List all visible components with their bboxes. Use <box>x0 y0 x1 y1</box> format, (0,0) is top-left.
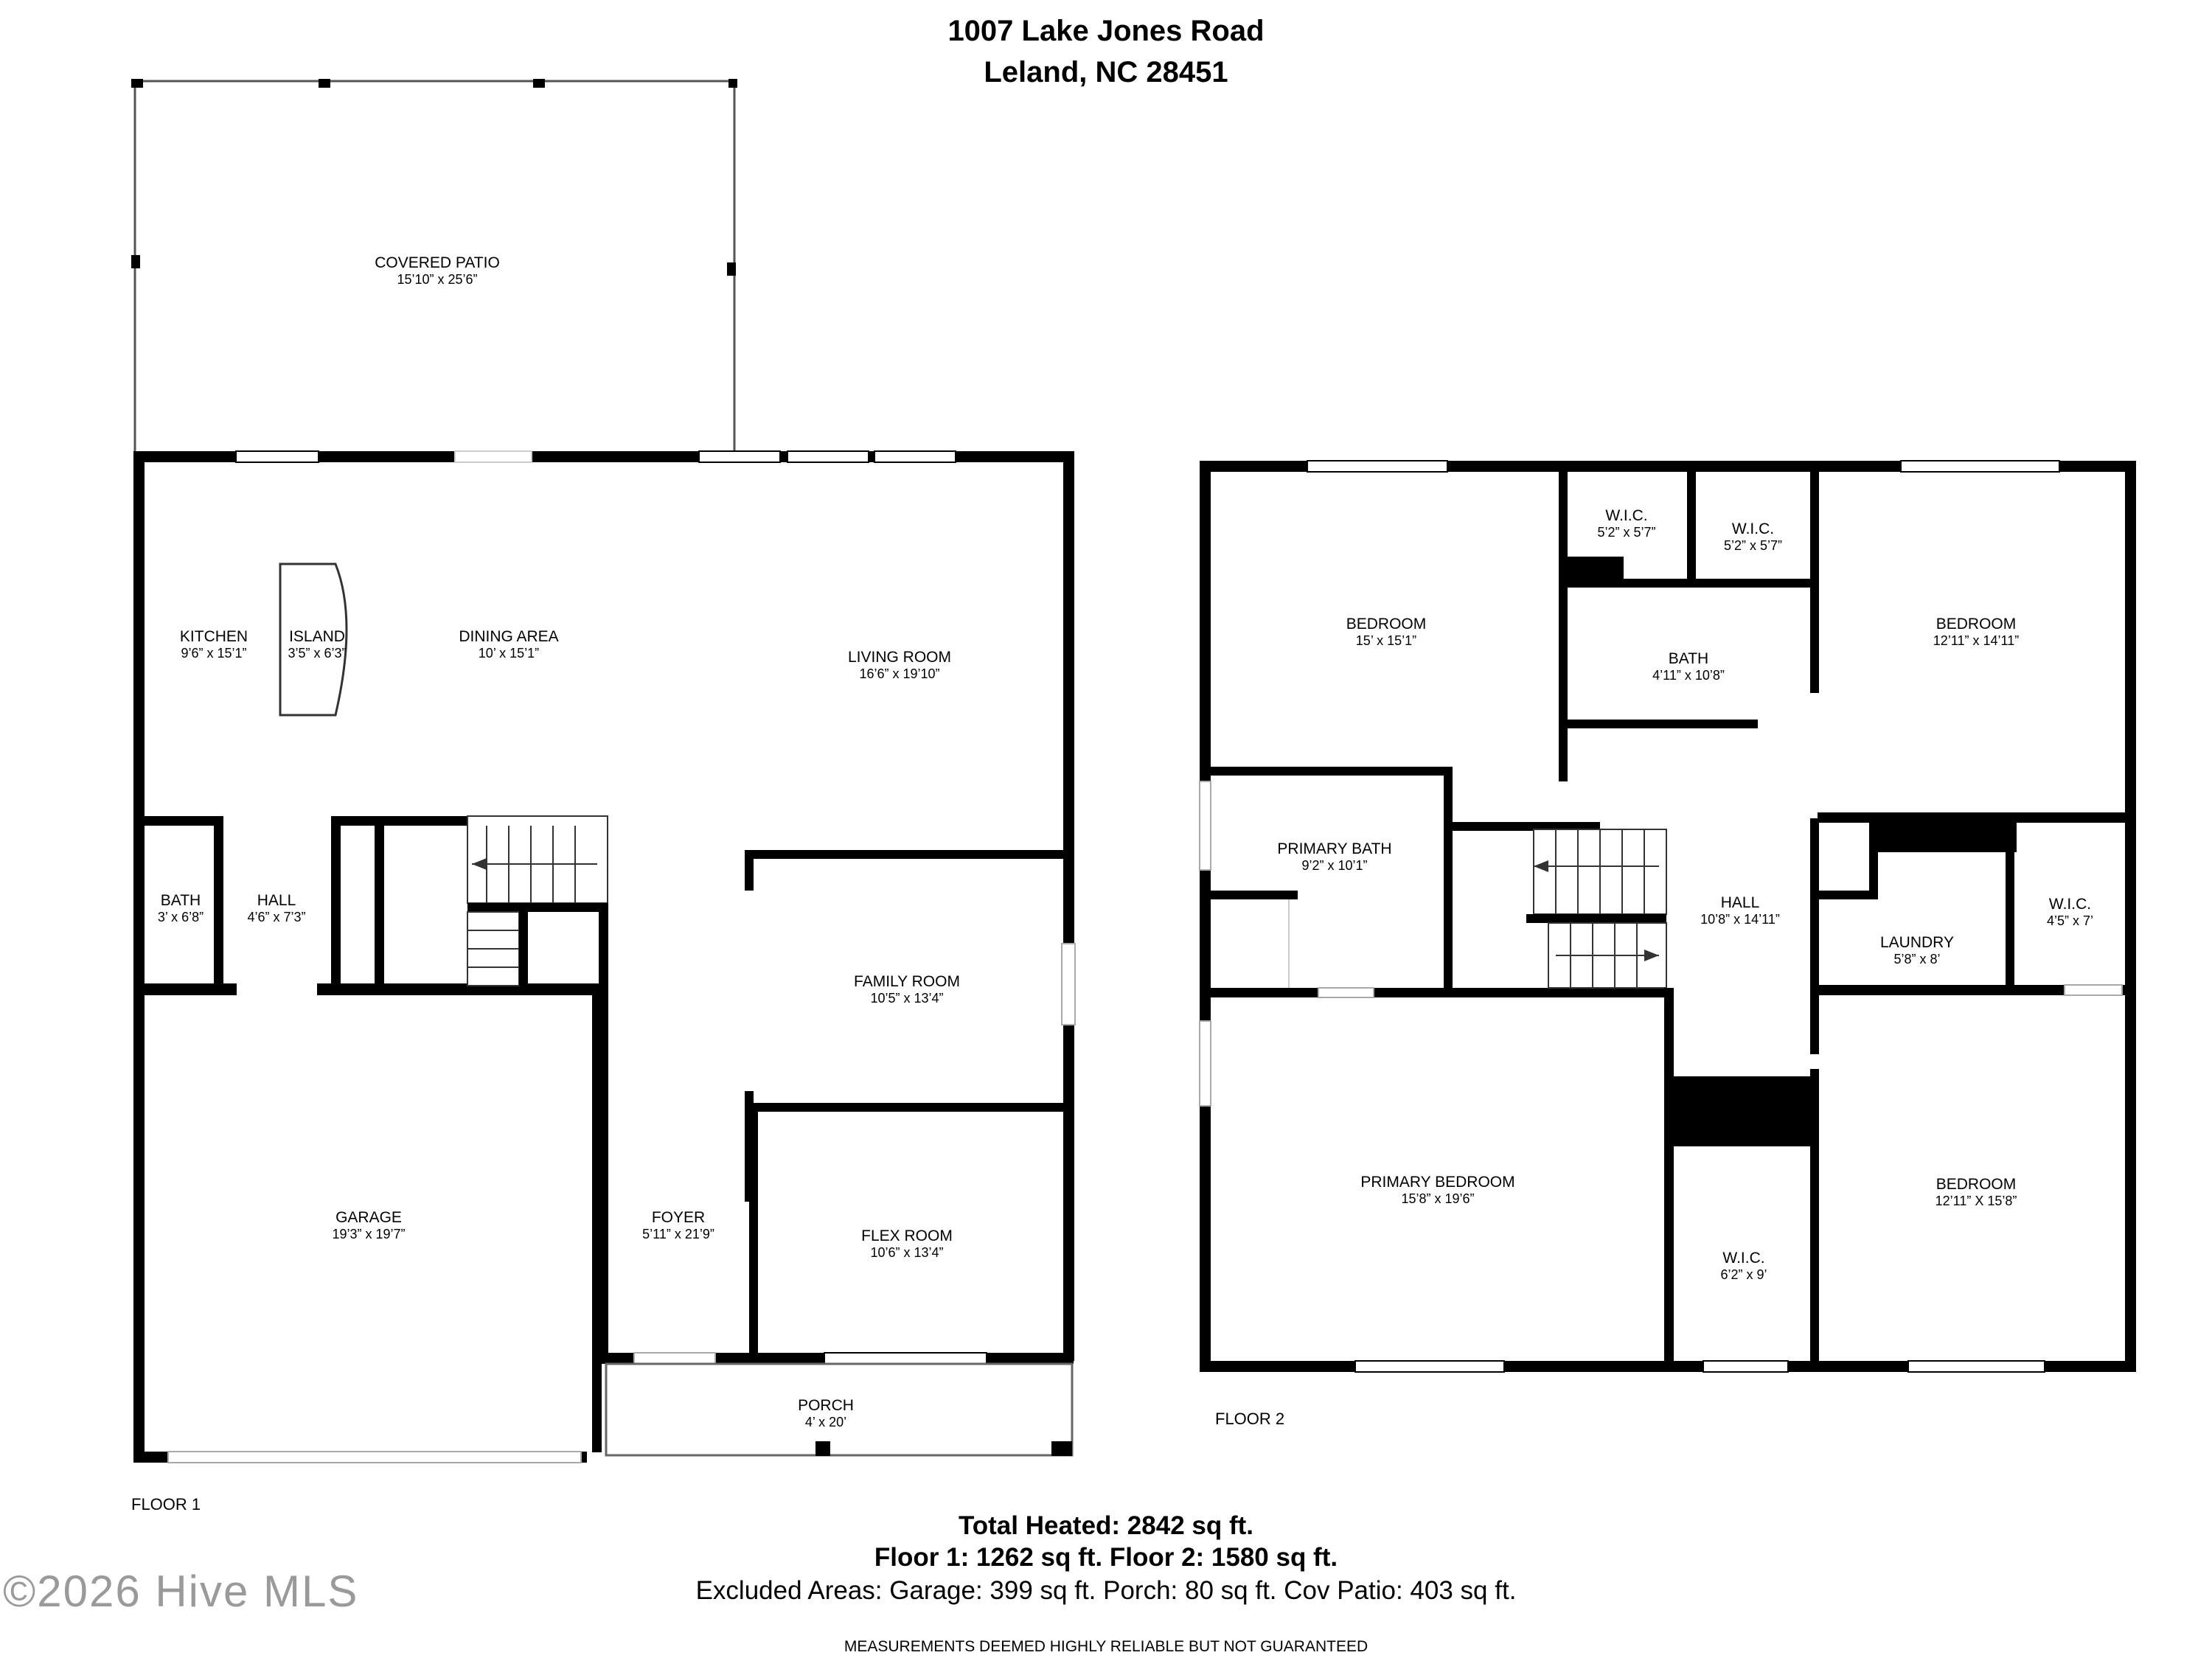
room-wic-3: W.I.C. 4’5” x 7’ <box>2017 896 2124 929</box>
room-living-room: LIVING ROOM 16’6” x 19’10” <box>811 649 988 682</box>
room-name: BEDROOM <box>1935 616 2017 633</box>
room-wic-1: W.I.C. 5’2” x 5’7” <box>1568 507 1686 540</box>
room-name: LIVING ROOM <box>847 649 952 666</box>
room-primary-bath: PRIMARY BATH 9’2” x 10’1” <box>1239 840 1430 874</box>
room-porch: PORCH 4’ x 20’ <box>767 1397 885 1430</box>
room-dims: 4’5” x 7’ <box>2046 913 2094 928</box>
total-heated: Total Heated: 2842 sq ft. <box>958 1511 1253 1540</box>
room-dims: 4’11” x 10’8” <box>1652 668 1725 683</box>
floor-1-plan <box>131 79 1076 1463</box>
room-name: ISLAND <box>289 628 345 645</box>
floor-areas: Floor 1: 1262 sq ft. Floor 2: 1580 sq ft… <box>874 1543 1338 1572</box>
room-dims: 15’8” x 19’6” <box>1401 1191 1475 1206</box>
room-dims: 4’ x 20’ <box>804 1415 847 1429</box>
floor-2-label: FLOOR 2 <box>1215 1410 1285 1428</box>
room-island: ISLAND 3’5” x 6’3” <box>273 628 361 661</box>
room-dims: 12’11” X 15’8” <box>1935 1194 2017 1208</box>
room-name: GARAGE <box>335 1209 402 1226</box>
address-line-2: Leland, NC 28451 <box>984 56 1228 88</box>
room-dims: 10’6” x 13’4” <box>870 1245 944 1260</box>
excluded-areas: Excluded Areas: Garage: 399 sq ft. Porch… <box>695 1576 1517 1605</box>
room-dims: 5’2” x 5’7” <box>1597 525 1656 540</box>
room-name: BATH <box>1668 650 1709 667</box>
room-dims: 16’6” x 19’10” <box>859 666 940 681</box>
room-dims: 3’5” x 6’3” <box>288 646 347 661</box>
room-name: KITCHEN <box>179 628 248 645</box>
porch-outline <box>605 1362 1074 1457</box>
room-bedroom-se: BEDROOM 12’11” X 15’8” <box>1888 1176 2065 1209</box>
room-name: LAUNDRY <box>1880 934 1954 951</box>
room-covered-patio: COVERED PATIO 15’10” x 25’6” <box>330 254 544 288</box>
room-name: W.I.C. <box>1722 1250 1765 1267</box>
room-laundry: LAUNDRY 5’8” x 8’ <box>1829 934 2006 967</box>
room-wic-4: W.I.C. 6’2” x 9’ <box>1677 1250 1810 1283</box>
room-hall: HALL 10’8” x 14’11” <box>1674 894 1806 927</box>
room-dims: 9’6” x 15’1” <box>181 646 247 661</box>
floor-2-plan <box>1199 460 2136 1373</box>
room-dims: 4’6” x 7’3” <box>247 910 306 924</box>
room-dims: 15’ x 15’1” <box>1355 633 1417 648</box>
room-name: BEDROOM <box>1346 616 1427 633</box>
room-bath: BATH 3’ x 6’8” <box>144 892 218 925</box>
room-dims: 9’2” x 10’1” <box>1301 858 1368 873</box>
room-dining-area: DINING AREA 10’ x 15’1” <box>420 628 597 661</box>
room-name: PORCH <box>798 1397 854 1414</box>
room-dims: 5’11” x 21’9” <box>642 1227 714 1241</box>
watermark: ©2026 Hive MLS <box>3 1567 359 1616</box>
room-name: COVERED PATIO <box>375 254 500 271</box>
room-dims: 5’8” x 8’ <box>1893 952 1941 966</box>
address-line-1: 1007 Lake Jones Road <box>947 15 1265 47</box>
room-wic-2: W.I.C. 5’2” x 5’7” <box>1696 520 1810 554</box>
room-name: BATH <box>160 892 201 909</box>
room-dims: 10’8” x 14’11” <box>1700 912 1780 927</box>
room-dims: 6’2” x 9’ <box>1720 1267 1767 1282</box>
disclaimer: MEASUREMENTS DEEMED HIGHLY RELIABLE BUT … <box>844 1638 1368 1655</box>
room-name: HALL <box>257 892 296 909</box>
room-name: DINING AREA <box>459 628 559 645</box>
floor-2-stairs <box>1526 829 1667 989</box>
room-name: W.I.C. <box>1605 507 1648 524</box>
room-dims: 3’ x 6’8” <box>157 910 204 924</box>
room-garage: GARAGE 19’3” x 19’7” <box>280 1209 457 1242</box>
room-dims: 10’5” x 13’4” <box>870 991 944 1006</box>
room-name: W.I.C. <box>2048 896 2092 913</box>
room-family-room: FAMILY ROOM 10’5” x 13’4” <box>818 973 995 1006</box>
floor-1-stairs <box>467 815 608 986</box>
kitchen-island <box>279 562 348 717</box>
room-bath: BATH 4’11” x 10’8” <box>1585 650 1792 683</box>
room-name: HALL <box>1720 894 1760 911</box>
room-flex-room: FLEX ROOM 10’6” x 13’4” <box>818 1227 995 1261</box>
room-name: PRIMARY BATH <box>1277 840 1392 857</box>
room-kitchen: KITCHEN 9’6” x 15’1” <box>147 628 280 661</box>
room-dims: 5’2” x 5’7” <box>1723 538 1783 553</box>
room-dims: 12’11” x 14’11” <box>1933 633 2020 648</box>
room-bedroom-ne: BEDROOM 12’11” x 14’11” <box>1888 616 2065 649</box>
room-name: FOYER <box>651 1209 706 1226</box>
room-dims: 10’ x 15’1” <box>478 646 540 661</box>
room-dims: 19’3” x 19’7” <box>332 1227 406 1241</box>
floor-1-label: FLOOR 1 <box>131 1495 201 1514</box>
room-bedroom-nw: BEDROOM 15’ x 15’1” <box>1305 616 1467 649</box>
room-hall: HALL 4’6” x 7’3” <box>229 892 324 925</box>
room-name: FAMILY ROOM <box>854 973 960 990</box>
room-name: BEDROOM <box>1935 1176 2017 1193</box>
room-name: W.I.C. <box>1731 520 1775 537</box>
room-primary-bedroom: PRIMARY BEDROOM 15’8” x 19’6” <box>1327 1174 1548 1207</box>
room-name: FLEX ROOM <box>861 1227 953 1244</box>
room-dims: 15’10” x 25’6” <box>397 272 478 287</box>
room-name: PRIMARY BEDROOM <box>1360 1174 1515 1191</box>
room-foyer: FOYER 5’11” x 21’9” <box>612 1209 745 1242</box>
